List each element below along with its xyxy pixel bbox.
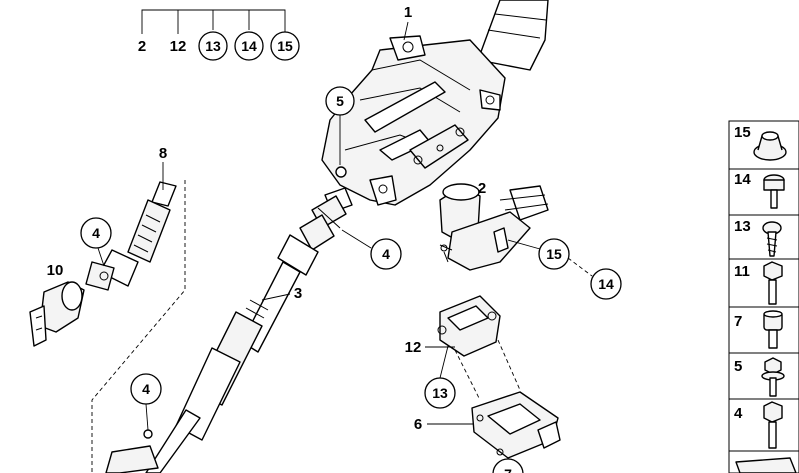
callout-4-upper: 4 [382,246,390,262]
sidebar-label-11: 11 [734,263,750,280]
sidebar-label-5: 5 [734,358,742,375]
header-callout-13-circle [198,31,228,61]
bracket [437,295,501,357]
header-callout-12: 12 [170,38,187,55]
sidebar-label-4: 4 [734,405,743,422]
intermediate-shaft [85,181,177,291]
header-callout-13: 13 [205,38,221,54]
sidebar-label-7: 7 [734,313,742,330]
steering-column-housing [321,0,549,213]
callout-12: 12 [405,339,422,356]
header-callout-group: 2 12 13 14 15 [138,9,300,61]
sidebar-label-14: 14 [734,171,751,188]
callout-5: 5 [336,93,344,109]
lower-joint-bolt [143,429,153,439]
sidebar-label-15: 15 [734,124,751,141]
callout-7: 7 [504,466,512,473]
header-callout-15: 15 [277,38,293,54]
steering-shaft [145,234,319,473]
callout-4-lower: 4 [142,381,150,397]
callout-13: 13 [432,385,448,401]
header-callout-14: 14 [241,38,257,54]
callout-3: 3 [294,285,302,302]
control-unit [471,391,561,459]
callout-14: 14 [598,276,614,292]
subassembly-boundary [91,180,186,473]
collar-screw-icon [763,174,785,209]
header-callout-14-circle [234,31,264,61]
hex-bolt-icon [763,261,783,305]
callout-4-left: 4 [92,225,100,241]
callout-10: 10 [47,262,64,279]
lower-collar [105,445,159,473]
callout-8: 8 [159,145,167,162]
sidebar-cell-2 [728,214,799,260]
sidebar-label-13: 13 [734,218,751,235]
adjustment-motor [439,183,549,271]
callout-4-upper-circle [370,238,402,270]
callout-4-left-circle [80,217,112,249]
screw-washer-icon [761,357,785,397]
sidebar-cell-1 [728,168,799,216]
header-callout-2: 2 [138,38,146,55]
fastener-sidebar: 15 14 13 11 7 5 4 [728,120,799,473]
callout-15-circle [538,238,570,270]
hex-bolt-long-icon [763,401,783,449]
rubber-boot [29,281,85,347]
callout-14-circle [590,268,622,300]
callout-6: 6 [414,416,422,433]
self-tapping-screw-icon [762,221,782,257]
upper-universal-joint [299,195,347,251]
sheet-metal-icon [735,457,797,473]
callout-15: 15 [546,246,562,262]
callout-1: 1 [404,4,412,21]
callout-7-circle [492,458,524,473]
callout-2: 2 [478,180,486,197]
grommet-icon [753,131,787,161]
column-screw [335,166,347,178]
header-callout-15-circle [270,31,300,61]
socket-bolt-icon [763,310,783,349]
